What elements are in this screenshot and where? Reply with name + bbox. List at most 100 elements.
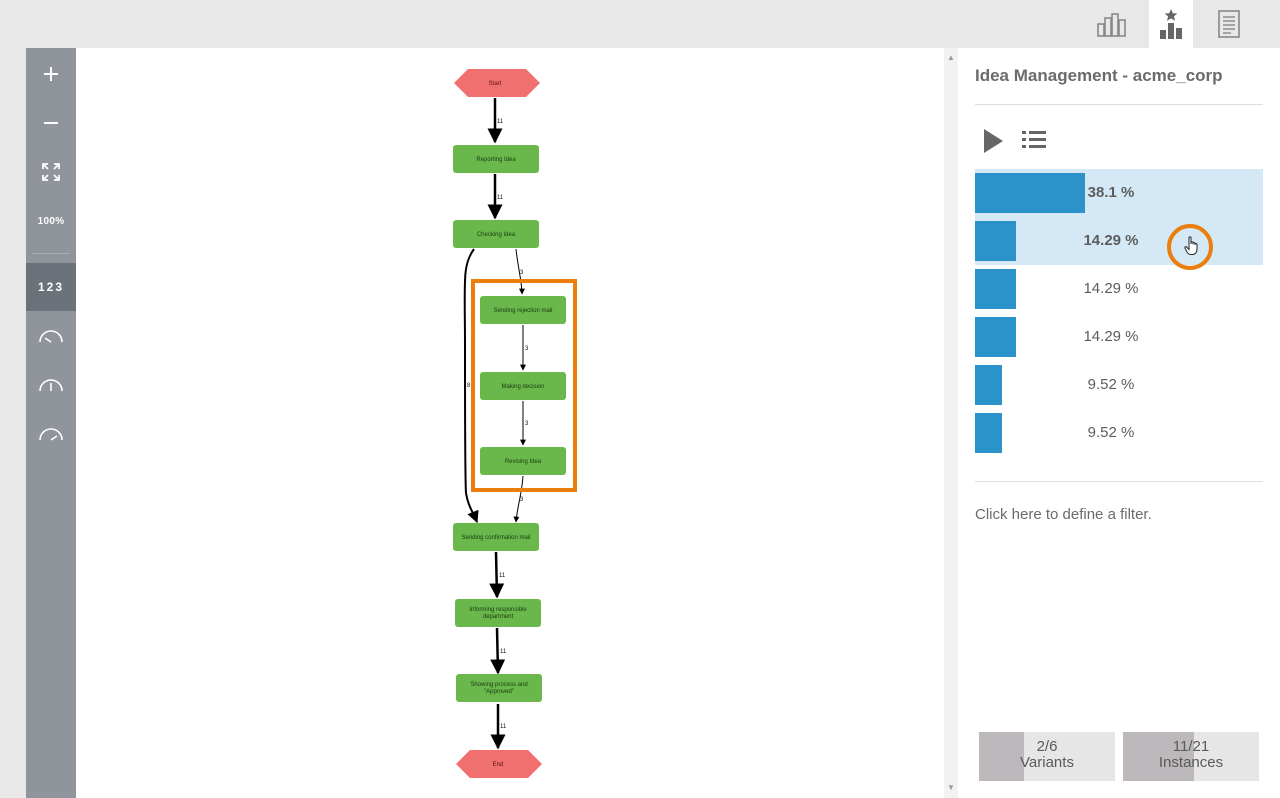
variant-percentage: 14.29 %: [1083, 280, 1139, 297]
highlight-frame: [471, 279, 577, 492]
variant-row[interactable]: 14.29 %: [975, 217, 1263, 265]
minus-icon: [44, 122, 58, 124]
node-making-decision[interactable]: Making decision: [480, 372, 566, 400]
node-revising-idea-label: Revising Idea: [505, 459, 542, 465]
variants-counter-label: Variants: [1020, 754, 1074, 771]
node-reporting-idea-label: Reporting Idea: [476, 157, 516, 163]
process-map-canvas[interactable]: 11 11 3 3 3 3 8 11 11 11 Start Reporting…: [76, 48, 944, 798]
edge-label-checking-rejection: 3: [520, 270, 524, 276]
variant-percentage: 9.52 %: [1087, 424, 1135, 441]
zoom-level[interactable]: 100%: [37, 215, 65, 227]
edge-label-checking-confirmation: 8: [467, 383, 471, 389]
instances-counter[interactable]: 11/21 Instances: [1123, 732, 1259, 781]
variants-panel: Idea Management - acme_corp 38.1 % 14.29 …: [958, 48, 1280, 798]
speed-slow-button[interactable]: [26, 312, 76, 360]
frequency-button[interactable]: 123: [26, 263, 76, 311]
variants-counter[interactable]: 2/6 Variants: [979, 732, 1115, 781]
node-showing-process-approved[interactable]: Showing process and"Approved": [456, 674, 542, 702]
edge-confirmation-informing: [489, 551, 505, 599]
variant-row[interactable]: 9.52 %: [975, 361, 1263, 409]
define-filter-link[interactable]: Click here to define a filter.: [975, 506, 1152, 523]
variants-button[interactable]: [1149, 0, 1193, 48]
instances-counter-text: 11/21 Instances: [1123, 739, 1259, 771]
node-sending-rejection-mail-label: Sending rejection mail: [493, 308, 552, 314]
variants-counter-fill: [979, 732, 1024, 781]
node-making-decision-label: Making decision: [501, 384, 544, 390]
star-bar-chart-icon: [1160, 9, 1182, 39]
node-revising-idea[interactable]: Revising Idea: [480, 447, 566, 475]
variants-counter-value: 2/6: [1036, 738, 1058, 755]
instances-counter-label: Instances: [1158, 754, 1224, 771]
zoom-in-button[interactable]: [26, 50, 76, 98]
edge-label-confirmation-informing: 11: [499, 573, 506, 579]
variant-share-bar: [975, 269, 1016, 309]
edge-checking-rejection: [515, 248, 525, 295]
edge-label-reporting-checking: 11: [497, 195, 504, 201]
variants-counter-text: 2/6 Variants: [979, 739, 1115, 771]
edge-label-rejection-decision: 3: [525, 346, 529, 352]
edge-label-start-reporting: 11: [497, 119, 504, 125]
gauge-slow-icon: [39, 330, 63, 343]
edge-checking-confirmation: [463, 248, 479, 524]
variant-row[interactable]: 14.29 %: [975, 265, 1263, 313]
variant-share-bar: [975, 413, 1002, 453]
plus-icon: [44, 67, 58, 81]
node-sending-confirmation-mail[interactable]: Sending confirmation mail: [453, 523, 539, 551]
statistics-button[interactable]: [1090, 0, 1134, 48]
node-start-label: Start: [489, 81, 502, 87]
variant-share-bar: [975, 365, 1002, 405]
edge-label-revising-confirmation: 3: [520, 497, 524, 503]
node-checking-idea[interactable]: Checking Idea: [453, 220, 539, 248]
variant-share-bar: [975, 173, 1085, 213]
variant-percentage: 9.52 %: [1087, 376, 1135, 393]
edge-informing-showing: [490, 627, 506, 675]
edge-label-informing-showing: 11: [500, 649, 507, 655]
speed-fast-button[interactable]: [26, 410, 76, 458]
list-icon: [1022, 131, 1046, 148]
play-button[interactable]: [981, 128, 1005, 159]
panel-title: Idea Management - acme_corp: [975, 66, 1223, 85]
report-button[interactable]: [1207, 0, 1251, 48]
speed-medium-button[interactable]: [26, 361, 76, 409]
bar-chart-icon: [1097, 13, 1126, 37]
variant-row[interactable]: 38.1 %: [975, 169, 1263, 217]
node-end-label: End: [493, 762, 504, 768]
play-icon: [984, 129, 1003, 153]
instances-counter-value: 11/21: [1172, 738, 1210, 755]
variant-share-bar: [975, 317, 1016, 357]
fit-screen-icon: [42, 163, 60, 181]
node-checking-idea-label: Checking Idea: [477, 232, 516, 238]
toolbar-divider: [32, 253, 70, 254]
node-sending-rejection-mail[interactable]: Sending rejection mail: [480, 296, 566, 324]
map-toolbar: 100% 123: [26, 48, 76, 798]
gauge-fast-icon: [39, 428, 63, 441]
document-icon: [1218, 10, 1240, 38]
variant-row[interactable]: 14.29 %: [975, 313, 1263, 361]
list-divider: [975, 481, 1263, 482]
fit-to-screen-button[interactable]: [26, 148, 76, 196]
variant-percentage: 38.1 %: [1087, 184, 1135, 201]
edge-label-showing-end: 11: [500, 724, 507, 730]
zoom-out-button[interactable]: [26, 99, 76, 147]
instances-counter-fill: [1123, 732, 1194, 781]
node-start[interactable]: Start: [454, 69, 540, 97]
variant-share-bar: [975, 221, 1016, 261]
variant-percentage: 14.29 %: [1083, 232, 1139, 249]
canvas-scrollbar[interactable]: ▲ ▼: [944, 48, 958, 798]
title-divider: [975, 104, 1263, 105]
node-sending-confirmation-mail-label: Sending confirmation mail: [461, 535, 530, 541]
gauge-medium-icon: [39, 379, 63, 392]
list-view-button[interactable]: [1021, 129, 1047, 156]
edge-revising-confirmation: [513, 475, 524, 523]
scroll-down-icon[interactable]: ▼: [947, 783, 955, 792]
variant-row[interactable]: 9.52 %: [975, 409, 1263, 457]
variant-percentage: 14.29 %: [1083, 328, 1139, 345]
edge-label-decision-revising: 3: [525, 421, 529, 427]
node-showing-process-approved-label: Showing process and"Approved": [470, 682, 527, 695]
scroll-up-icon[interactable]: ▲: [947, 53, 955, 62]
top-bar: [0, 0, 1280, 48]
node-reporting-idea[interactable]: Reporting Idea: [453, 145, 539, 173]
node-end[interactable]: End: [456, 750, 542, 778]
